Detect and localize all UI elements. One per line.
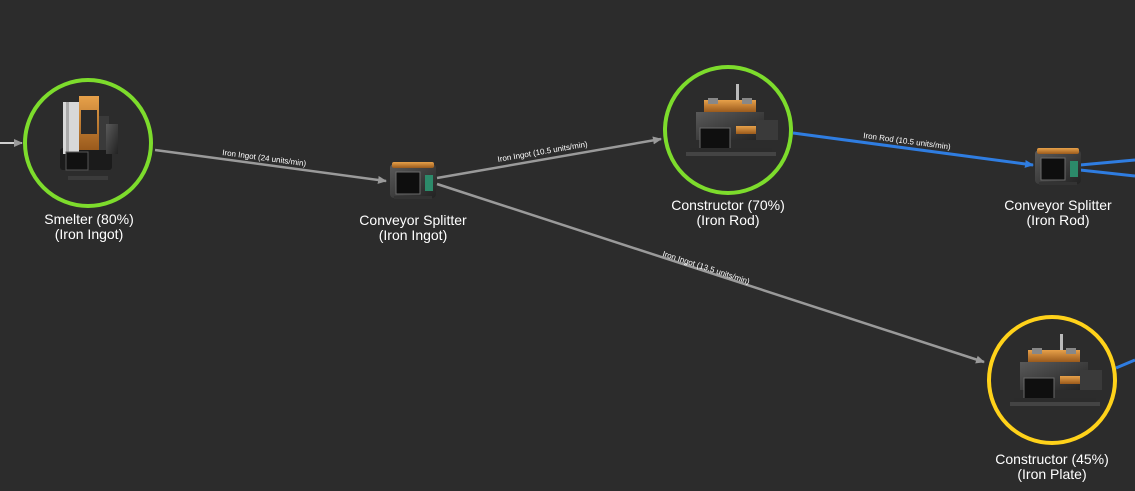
smelter-icon bbox=[60, 96, 118, 180]
node-label-splitter-rod: Conveyor Splitter (Iron Rod) bbox=[1004, 198, 1111, 228]
node-constructor-plate[interactable] bbox=[987, 315, 1117, 445]
edge-splitter-rod-out-2 bbox=[1079, 168, 1135, 178]
node-label-constructor-rod: Constructor (70%) (Iron Rod) bbox=[671, 198, 785, 228]
edge-splitter-to-rod bbox=[436, 136, 662, 180]
constructor-icon bbox=[1010, 334, 1102, 406]
edge-plate-out bbox=[1115, 358, 1135, 370]
node-label-splitter-ingot: Conveyor Splitter (Iron Ingot) bbox=[359, 213, 466, 243]
node-splitter-ingot[interactable] bbox=[390, 162, 436, 199]
node-name: Conveyor Splitter bbox=[359, 212, 467, 228]
node-constructor-rod[interactable] bbox=[663, 65, 793, 195]
node-label-smelter: Smelter (80%) (Iron Ingot) bbox=[44, 212, 133, 242]
node-product: (Iron Ingot) bbox=[54, 226, 124, 242]
constructor-icon bbox=[686, 84, 778, 156]
edge-rod-to-splitter bbox=[792, 131, 1034, 168]
edge-splitter-rod-out-1 bbox=[1079, 158, 1135, 167]
node-product: (Iron Ingot) bbox=[378, 227, 448, 243]
edge-smelter-to-splitter bbox=[154, 148, 387, 184]
node-name: Smelter (80%) bbox=[44, 211, 134, 227]
node-label-constructor-plate: Constructor (45%) (Iron Plate) bbox=[995, 452, 1109, 482]
conveyor-splitter-icon bbox=[1035, 148, 1081, 185]
node-name: Constructor (45%) bbox=[995, 451, 1109, 467]
node-name: Conveyor Splitter bbox=[1004, 197, 1112, 213]
node-smelter[interactable] bbox=[23, 78, 153, 208]
edge-splitter-to-plate bbox=[436, 182, 985, 364]
node-splitter-rod[interactable] bbox=[1035, 148, 1081, 185]
edge-label-splitter-to-plate: Iron Ingot (13.5 units/min) bbox=[661, 249, 751, 286]
node-product: (Iron Rod) bbox=[1026, 212, 1090, 228]
node-name: Constructor (70%) bbox=[671, 197, 785, 213]
node-product: (Iron Rod) bbox=[696, 212, 760, 228]
conveyor-splitter-icon bbox=[390, 162, 436, 199]
node-product: (Iron Plate) bbox=[1017, 466, 1087, 482]
